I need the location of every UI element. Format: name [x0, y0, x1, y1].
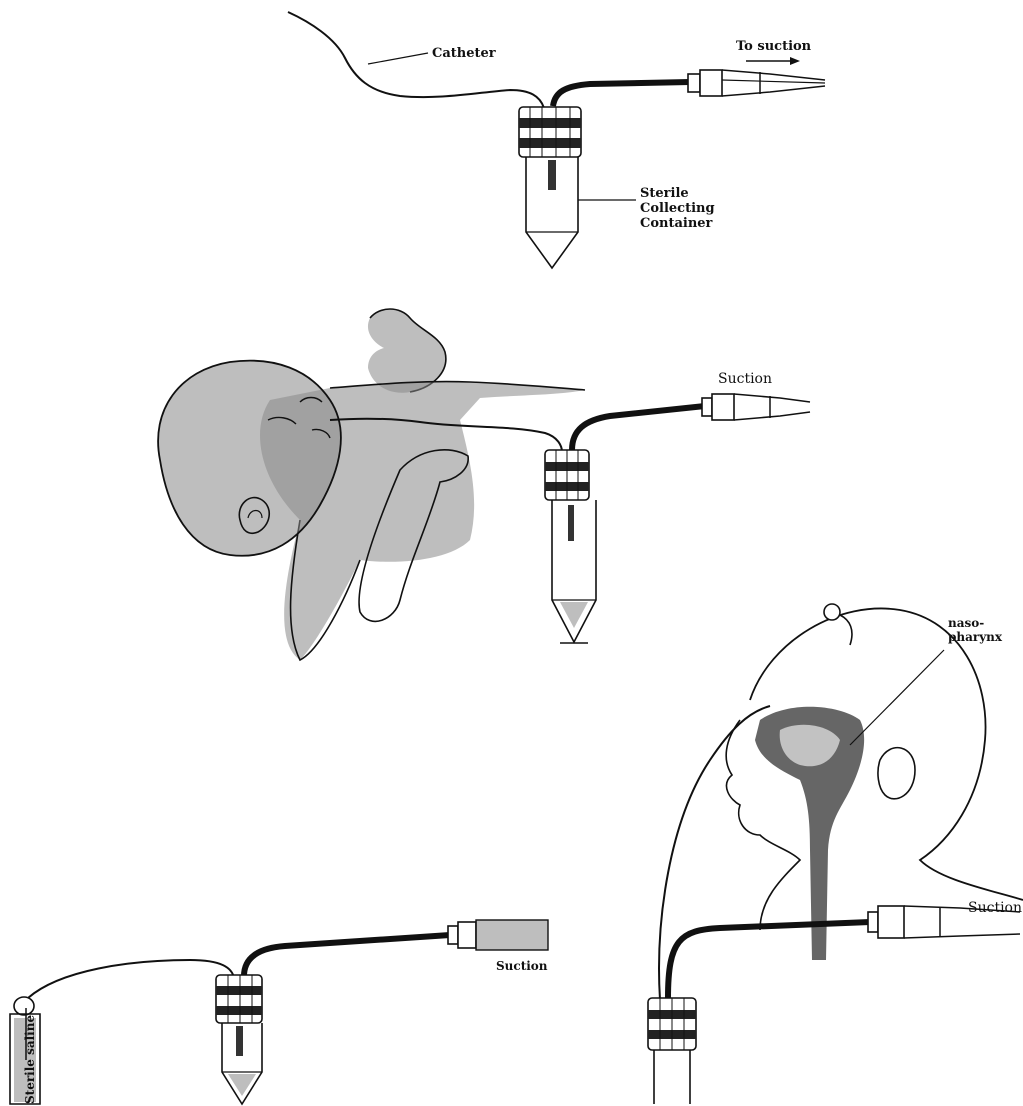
to-suction-label: To suction [736, 39, 812, 54]
panel-saline-setup: Sterile saline Suction [10, 920, 548, 1104]
nasopharynx-leader [850, 650, 944, 745]
collecting-container-head [648, 998, 696, 1104]
suction-connector-top [688, 70, 825, 96]
head-suction-tube [668, 922, 870, 998]
infant-raised-arm [368, 309, 446, 393]
collecting-container-saline [216, 975, 262, 1104]
saline-label: Sterile saline [23, 1015, 37, 1104]
panel-top-collecting-setup: Catheter To suction [288, 12, 825, 268]
container-label-line1: Sterile [640, 186, 689, 201]
panel-head-section: naso- pharynx Suction [648, 604, 1023, 1104]
head-suction-label: Suction [968, 900, 1022, 916]
panel-infant-suction: Suction [158, 309, 810, 660]
head-top-ring [824, 604, 840, 620]
head-ear [878, 748, 915, 799]
suction-connector-infant [702, 394, 810, 420]
saline-suction-label: Suction [496, 959, 548, 973]
catheter-label: Catheter [432, 46, 496, 61]
saline-catheter [28, 960, 234, 998]
nasopharynx-label-line1: naso- [948, 616, 984, 630]
suction-arrow-top [746, 57, 800, 65]
collecting-container-infant [545, 450, 596, 643]
suction-connector-saline [448, 920, 548, 950]
head-catheter [659, 706, 770, 1000]
catheter-leader [368, 53, 428, 64]
infant-suction-label: Suction [718, 371, 772, 387]
catheter-tube [288, 12, 544, 108]
collecting-container-top [519, 107, 581, 268]
container-label-line3: Container [640, 216, 713, 231]
container-label-line2: Collecting [640, 201, 715, 216]
nasopharynx-label-line2: pharynx [948, 630, 1003, 644]
